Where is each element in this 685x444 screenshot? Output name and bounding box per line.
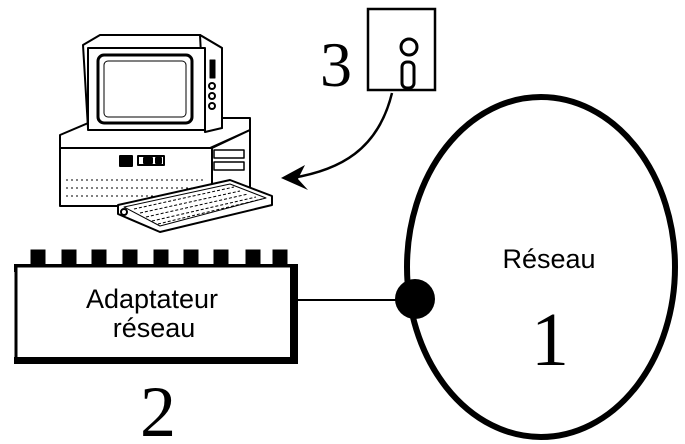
network-connector-dot: [395, 279, 435, 319]
number-adapter: 2: [140, 372, 176, 444]
number-software: 3: [320, 29, 352, 100]
network-label: Réseau: [502, 244, 595, 274]
number-network: 1: [531, 298, 569, 382]
adapter-label-line1: Adaptateur: [86, 284, 218, 314]
network-adapter-card: [14, 249, 298, 364]
desktop-computer-icon: [59, 34, 273, 233]
curved-arrow-icon: [281, 92, 394, 190]
floppy-disk-icon: [366, 7, 437, 92]
network-ring: [404, 94, 678, 440]
adapter-label-line2: réseau: [113, 313, 196, 343]
